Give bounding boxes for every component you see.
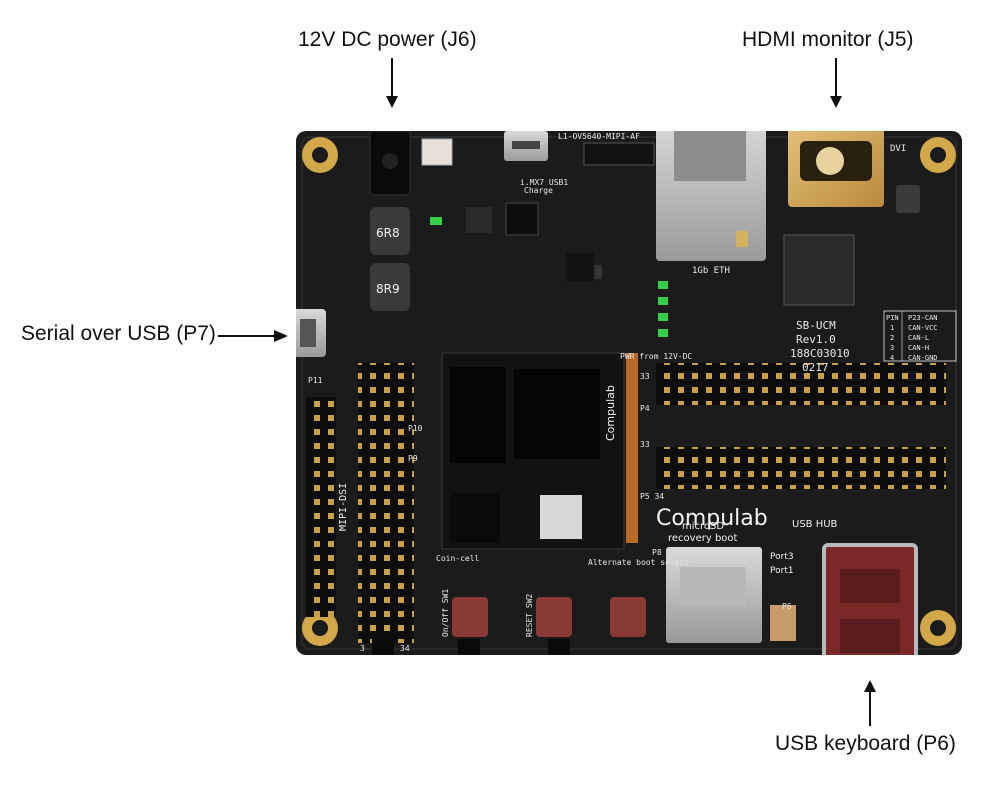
svg-text:PWR from 12V-DC: PWR from 12V-DC bbox=[620, 352, 692, 361]
svg-text:P6: P6 bbox=[782, 602, 792, 611]
dc-power-jack bbox=[369, 131, 411, 196]
svg-text:USB HUB: USB HUB bbox=[792, 519, 838, 530]
svg-text:CAN-GND: CAN-GND bbox=[908, 354, 938, 362]
svg-text:Alternate boot select: Alternate boot select bbox=[588, 558, 689, 567]
status-leds bbox=[430, 217, 668, 337]
ethernet-jack bbox=[656, 131, 766, 261]
svg-text:PIN: PIN bbox=[886, 314, 899, 322]
svg-text:P11: P11 bbox=[308, 376, 323, 385]
svg-text:P23-CAN: P23-CAN bbox=[908, 314, 938, 322]
svg-text:Port3: Port3 bbox=[770, 552, 794, 562]
svg-text:33: 33 bbox=[640, 440, 650, 449]
svg-text:P5 34: P5 34 bbox=[640, 492, 664, 501]
svg-text:Coin-cell: Coin-cell bbox=[436, 554, 480, 563]
header-p5 bbox=[656, 447, 946, 489]
svg-text:recovery boot: recovery boot bbox=[668, 533, 738, 544]
svg-text:188C03010: 188C03010 bbox=[790, 347, 850, 360]
svg-text:P8: P8 bbox=[652, 548, 662, 557]
arrow-right-serial-icon bbox=[218, 330, 288, 342]
hdmi-connector bbox=[788, 131, 884, 207]
arrow-up-keyboard-icon bbox=[864, 680, 876, 726]
svg-text:i.MX7 USB1: i.MX7 USB1 bbox=[520, 178, 568, 187]
microsd-slot bbox=[666, 547, 762, 643]
svg-text:RESET SW2: RESET SW2 bbox=[525, 593, 534, 637]
callout-hdmi: HDMI monitor (J5) bbox=[742, 28, 914, 51]
svg-text:CAN-VCC: CAN-VCC bbox=[908, 324, 938, 332]
board-illustration: L1-OV5640-MIPI-AF 1Gb ETH DVI 6R8 8R9 bbox=[296, 131, 962, 655]
svg-text:8R9: 8R9 bbox=[376, 282, 400, 296]
camera-label: L1-OV5640-MIPI-AF bbox=[558, 132, 640, 141]
dvi-label: DVI bbox=[890, 144, 906, 154]
can-pinout-table: PIN P23-CAN 1 CAN-VCC 2 CAN-L 3 CAN-H 4 … bbox=[883, 310, 957, 362]
sb-ucm-board: L1-OV5640-MIPI-AF 1Gb ETH DVI 6R8 8R9 bbox=[296, 131, 962, 655]
svg-text:microSD: microSD bbox=[682, 521, 724, 532]
svg-text:3: 3 bbox=[890, 344, 894, 352]
svg-text:P4: P4 bbox=[640, 404, 650, 413]
micro-usb-p7 bbox=[296, 309, 326, 357]
svg-text:6R8: 6R8 bbox=[376, 226, 400, 240]
svg-text:Port1: Port1 bbox=[770, 566, 794, 576]
callout-power: 12V DC power (J6) bbox=[298, 28, 477, 51]
svg-text:CAN-H: CAN-H bbox=[908, 344, 929, 352]
module-brand: Compulab bbox=[604, 385, 617, 441]
svg-text:P9: P9 bbox=[408, 454, 418, 463]
svg-text:CAN-L: CAN-L bbox=[908, 334, 929, 342]
inductors: 6R8 8R9 bbox=[370, 207, 410, 311]
svg-text:1: 1 bbox=[890, 324, 894, 332]
push-buttons bbox=[452, 597, 646, 637]
svg-text:Charge: Charge bbox=[524, 186, 553, 195]
header-p10 bbox=[358, 363, 414, 643]
compute-module: Compulab bbox=[441, 352, 625, 550]
svg-text:P10: P10 bbox=[408, 424, 423, 433]
svg-text:0217: 0217 bbox=[802, 361, 829, 374]
svg-text:On/Off SW1: On/Off SW1 bbox=[441, 589, 450, 637]
revision-block: SB-UCM Rev1.0 188C03010 0217 bbox=[790, 319, 850, 374]
callout-keyboard: USB keyboard (P6) bbox=[775, 732, 956, 755]
header-p11 bbox=[306, 397, 336, 617]
svg-text:33: 33 bbox=[640, 372, 650, 381]
eth-label: 1Gb ETH bbox=[692, 266, 730, 276]
svg-text:3: 3 bbox=[360, 644, 365, 653]
svg-text:34: 34 bbox=[400, 644, 410, 653]
mounting-holes bbox=[302, 137, 956, 646]
usb-keyboard-port bbox=[822, 543, 918, 655]
svg-text:4: 4 bbox=[890, 354, 894, 362]
svg-text:Rev1.0: Rev1.0 bbox=[796, 333, 836, 346]
svg-text:2: 2 bbox=[890, 334, 894, 342]
arrow-down-power-icon bbox=[386, 58, 398, 108]
callout-serial: Serial over USB (P7) bbox=[21, 322, 216, 345]
header-p4 bbox=[656, 363, 946, 405]
arrow-down-hdmi-icon bbox=[830, 58, 842, 108]
mipi-dsi-label: MIPI-DSI bbox=[338, 483, 349, 531]
board-brand: Compulab bbox=[656, 506, 768, 531]
svg-text:SB-UCM: SB-UCM bbox=[796, 319, 836, 332]
